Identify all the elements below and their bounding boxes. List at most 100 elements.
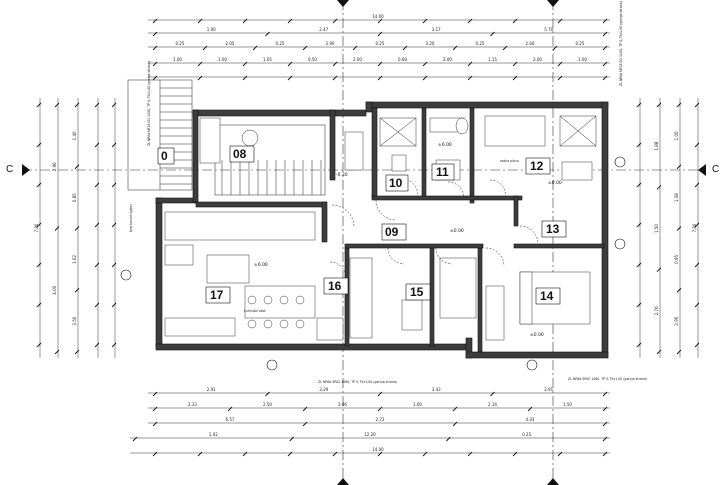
bottom-dim-row4: 12.20 [364, 432, 376, 437]
dim-tick [74, 164, 80, 170]
level-living: ±0.00 [254, 262, 268, 268]
dim-tick [94, 182, 100, 188]
right-bottom-note: ZL NPAd SPA2 1060, TP 0,75x1,00 (gornja … [568, 377, 647, 381]
section-label-right: C [712, 164, 719, 175]
top-dim-row3: 3.20 [426, 41, 435, 46]
bottom-dim-row1: 2.91 [544, 387, 553, 392]
dim-tick [467, 18, 473, 24]
right-dim-row2: 1.88 [654, 141, 659, 150]
dim-tick [289, 436, 294, 442]
top-right-note: ZL NPAd NF28 D1 1100, TP 0,75x1,00 (gorn… [619, 1, 623, 86]
dim-tick [54, 349, 60, 355]
top-dim-row2: 1.00 [207, 27, 216, 32]
dim-tick [602, 421, 608, 427]
dim-tick [636, 222, 642, 228]
top-dim-row3: 2.05 [226, 41, 235, 46]
dim-tick [36, 142, 42, 148]
right-dimension-chains: 7.80 1.881.502.76 1.051.380.952.95 [636, 98, 700, 358]
dim-tick [656, 349, 662, 355]
left-dim-row3: 3.50 [72, 316, 77, 325]
level-stair: -0.30 [336, 172, 348, 178]
top-dim-row4: 1.05 [263, 57, 272, 62]
dim-tick [132, 436, 138, 442]
bottom-dim-row1: 3.29 [319, 387, 328, 392]
top-dim-row3: 0.25 [476, 41, 485, 46]
bottom-dim-row2: 1.50 [563, 402, 572, 407]
dim-tick [452, 421, 458, 427]
dim-tick [332, 75, 338, 81]
dim-tick [111, 302, 117, 308]
bottom-dim-row2: 1.00 [413, 402, 422, 407]
left-dim-row2: 4.00 [52, 285, 57, 294]
dim-tick [332, 61, 338, 67]
dim-tick [602, 451, 608, 457]
axis-arrow-top-2-icon [547, 0, 559, 7]
drawing-notes: ZL NPAd NF28 D1 1100, TP 0,75x1,00 (gorn… [129, 1, 647, 384]
dim-tick [152, 451, 158, 457]
dim-tick [36, 262, 42, 268]
dim-tick [152, 391, 158, 397]
dim-tick [676, 287, 682, 293]
room-label-10: 10 [389, 176, 403, 190]
dim-tick [377, 18, 383, 24]
dim-tick [694, 102, 700, 108]
dim-tick [676, 164, 682, 170]
dim-tick [242, 61, 248, 67]
dim-tick [602, 406, 608, 412]
axis-arrow-bottom-1-icon [337, 478, 349, 485]
left-dim-row3: 1.62 [72, 254, 77, 263]
dim-tick [512, 18, 518, 24]
stair [127, 79, 326, 196]
dim-tick [74, 349, 80, 355]
dim-tick [94, 262, 100, 268]
level-room14: ±0.00 [530, 332, 544, 338]
dim-tick [94, 142, 100, 148]
dim-tick [422, 18, 428, 24]
dim-tick [152, 45, 158, 51]
top-dim-row4: 2.00 [353, 57, 362, 62]
axis-marker-icon [614, 156, 626, 168]
top-dim-row2: 5.70 [544, 27, 553, 32]
dim-tick [197, 18, 203, 24]
top-dim-row4: 1.15 [488, 57, 497, 62]
axis-markers [120, 156, 626, 371]
dim-tick [557, 75, 563, 81]
room-label-12: 12 [530, 159, 544, 173]
dim-tick [502, 45, 508, 51]
bottom-dim-row4: 0.25 [522, 432, 531, 437]
axis-marker-icon [526, 359, 538, 371]
top-dim-row2: 2.47 [319, 27, 328, 32]
room-label-08: 08 [233, 147, 247, 161]
bottom-note: ZL NPAd SPA2 1060, TP 0,75x1,00 (gornja … [318, 380, 397, 384]
left-dim-row3: 1.40 [72, 131, 77, 140]
dim-tick [636, 342, 642, 348]
dim-tick [111, 102, 117, 108]
dim-tick [512, 75, 518, 81]
room-label-14: 14 [540, 289, 554, 303]
top-left-note: ZL NPAd NF28 D1 1100, TP 0,75x1,00 (gorn… [147, 61, 151, 146]
right-dim-row3: 1.38 [674, 193, 679, 202]
dim-tick [452, 45, 458, 51]
room-label-15: 15 [410, 285, 424, 299]
top-dim-row2: 3.17 [432, 27, 441, 32]
top-dim-row4: 0.68 [398, 57, 407, 62]
dim-tick [694, 142, 700, 148]
dim-tick [467, 61, 473, 67]
dim-tick [94, 102, 100, 108]
dim-tick [602, 436, 608, 442]
dim-tick [676, 226, 682, 231]
dim-tick [197, 75, 203, 81]
dim-tick [36, 302, 42, 308]
dim-tick [227, 406, 233, 412]
room-label-13: 13 [546, 222, 560, 236]
dim-tick [602, 75, 608, 81]
dim-tick [111, 222, 117, 228]
dim-tick [111, 182, 117, 188]
dim-tick [242, 451, 248, 457]
dim-tick [636, 262, 642, 268]
dim-tick [242, 18, 248, 24]
section-label-left: C [6, 164, 13, 175]
axis-arrow-top-1-icon [337, 0, 349, 7]
